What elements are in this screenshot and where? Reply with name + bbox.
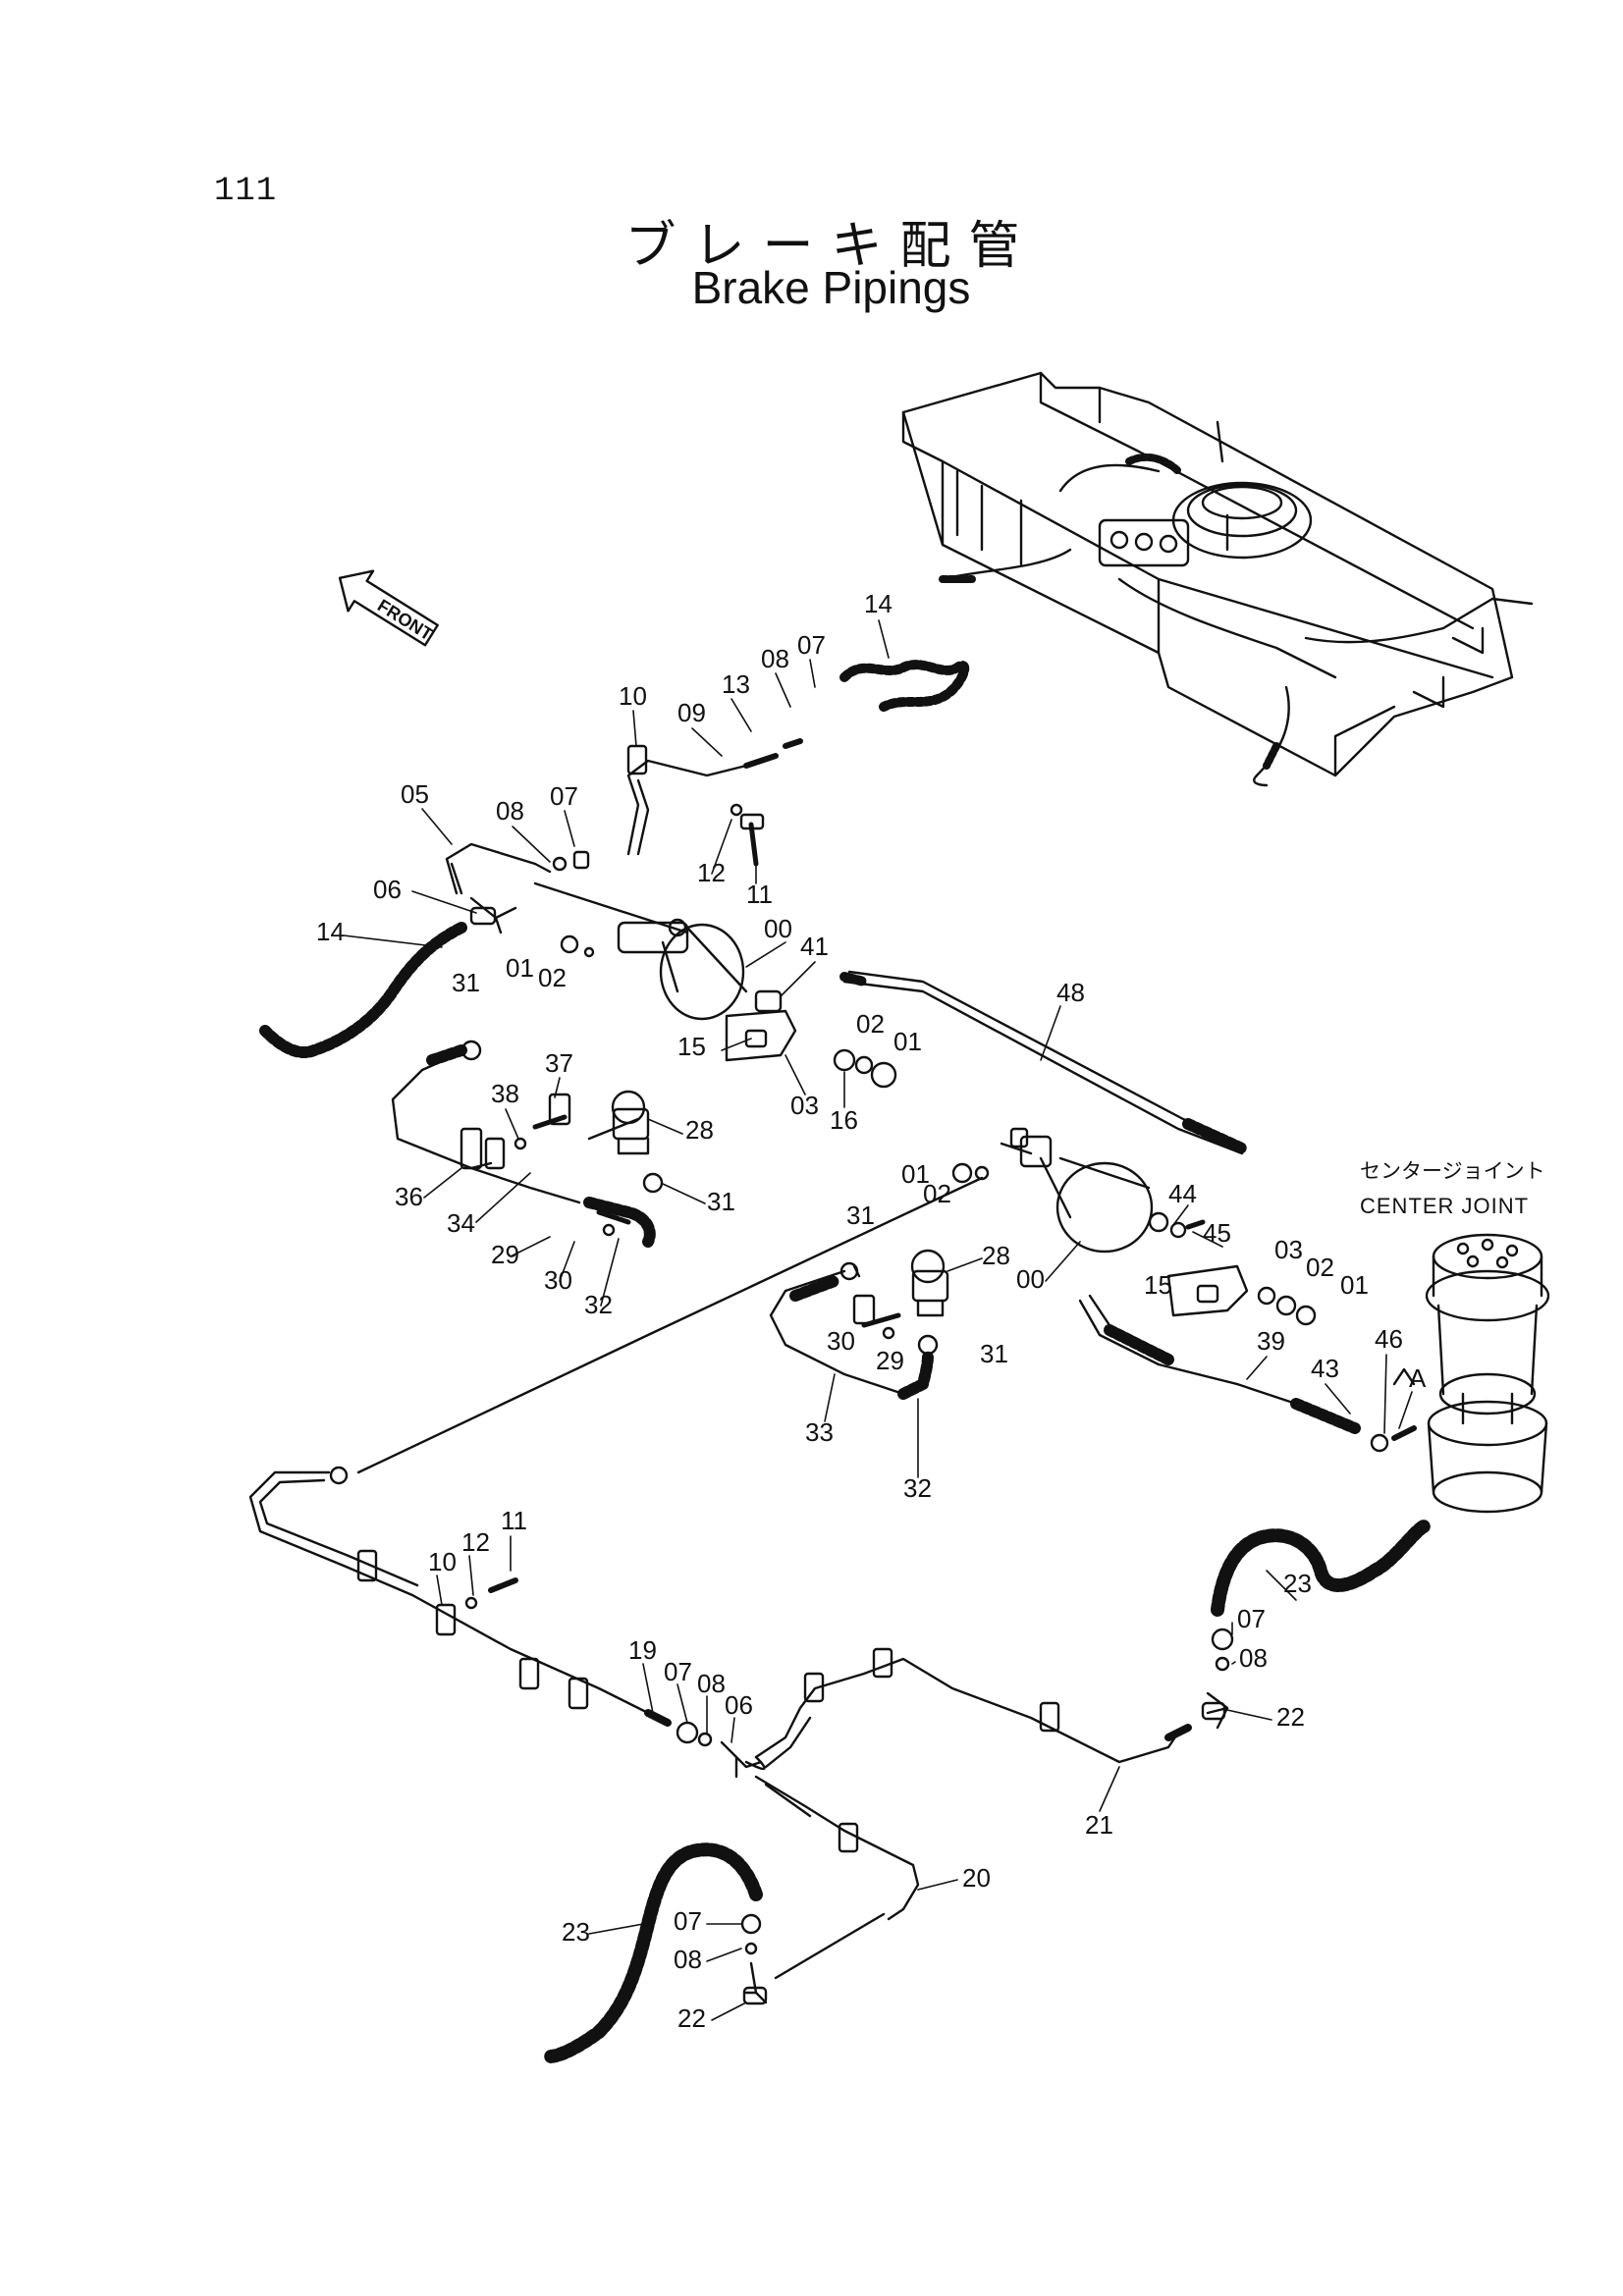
center-joint-label-japanese: センタージョイント — [1360, 1159, 1545, 1183]
part-label-02: 02 — [1306, 1253, 1334, 1282]
part-label-29: 29 — [876, 1346, 904, 1375]
part-label-23: 23 — [1283, 1569, 1312, 1598]
part-label-34: 34 — [447, 1208, 475, 1238]
part-label-08: 08 — [697, 1669, 726, 1698]
center-joint-labels: センタージョイント CENTER JOINT — [1360, 1159, 1545, 1218]
part-label-31: 31 — [707, 1187, 735, 1216]
part-label-07: 07 — [797, 630, 826, 660]
part-label-07: 07 — [674, 1906, 702, 1936]
part-label-07: 07 — [1237, 1604, 1266, 1633]
page-title-japanese: ブレーキ配管 — [624, 217, 1038, 276]
part-label-15: 15 — [1144, 1270, 1172, 1300]
part-label-28: 28 — [685, 1115, 714, 1145]
part-label-30: 30 — [827, 1326, 855, 1356]
part-label-07: 07 — [550, 781, 578, 811]
part-label-13: 13 — [722, 669, 750, 699]
part-label-00: 00 — [764, 914, 792, 943]
part-label-01: 01 — [506, 953, 534, 983]
part-label-03: 03 — [1274, 1235, 1303, 1264]
part-labels: 14 07 08 13 09 10 05 08 07 12 11 06 14 0… — [316, 589, 1427, 2033]
part-label-14: 14 — [864, 589, 893, 618]
left-lower-piping — [391, 1040, 664, 1248]
part-label-07: 07 — [664, 1657, 692, 1686]
part-label-01: 01 — [893, 1027, 922, 1056]
left-hose-23 — [543, 1842, 768, 2063]
part-label-30: 30 — [544, 1265, 572, 1295]
page-number: 111 — [214, 173, 278, 210]
part-label-21: 21 — [1085, 1810, 1113, 1840]
part-label-08: 08 — [674, 1945, 702, 1974]
part-label-39: 39 — [1257, 1326, 1285, 1356]
part-label-05: 05 — [401, 779, 429, 809]
part-label-08: 08 — [496, 796, 524, 826]
part-label-32: 32 — [584, 1290, 613, 1319]
part-label-14: 14 — [316, 917, 345, 946]
right-lower-piping — [769, 1249, 949, 1400]
part-label-12: 12 — [461, 1527, 490, 1557]
part-label-09: 09 — [677, 698, 706, 727]
part-label-01: 01 — [901, 1159, 930, 1189]
part-label-11: 11 — [501, 1506, 527, 1535]
center-joint-illustration — [1425, 1233, 1550, 1514]
part-label-15: 15 — [677, 1032, 706, 1061]
view-marker-a: A — [1409, 1363, 1427, 1393]
center-joint-label: CENTER JOINT — [1360, 1194, 1529, 1218]
part-label-08: 08 — [761, 644, 789, 673]
part-label-23: 23 — [562, 1917, 590, 1947]
upper-frame-illustration — [901, 371, 1534, 787]
part-label-31: 31 — [846, 1201, 875, 1230]
part-label-31: 31 — [452, 968, 480, 997]
right-hose-23 — [1201, 1520, 1431, 1730]
front-direction-arrow: FRONT — [338, 569, 439, 647]
pipe-20 — [754, 1775, 920, 1980]
part-label-22: 22 — [677, 2003, 706, 2033]
part-label-31: 31 — [980, 1339, 1008, 1368]
part-label-22: 22 — [1276, 1702, 1305, 1732]
pipe-21 — [744, 1647, 1192, 1771]
part-label-45: 45 — [1203, 1218, 1231, 1248]
part-label-46: 46 — [1375, 1324, 1403, 1354]
part-label-08: 08 — [1239, 1643, 1268, 1673]
part-label-36: 36 — [395, 1182, 423, 1211]
part-label-37: 37 — [545, 1048, 573, 1078]
lower-main-pipe — [248, 1466, 763, 1779]
part-label-19: 19 — [628, 1635, 657, 1665]
part-label-02: 02 — [538, 963, 567, 992]
left-upper-piping — [259, 660, 970, 1058]
part-label-02: 02 — [856, 1009, 885, 1039]
part-label-20: 20 — [962, 1863, 991, 1893]
part-label-10: 10 — [619, 681, 647, 711]
right-valve-group — [951, 1127, 1417, 1453]
part-label-00: 00 — [1016, 1264, 1045, 1294]
leader-lines — [343, 619, 1413, 2021]
part-label-06: 06 — [373, 875, 402, 904]
part-label-01: 01 — [1340, 1270, 1369, 1300]
part-label-41: 41 — [800, 932, 829, 961]
page-title: Brake Pipings — [691, 262, 971, 313]
part-label-16: 16 — [830, 1105, 858, 1135]
bracket-assembly-left — [725, 1009, 897, 1089]
leader-line — [356, 1176, 984, 1474]
part-label-32: 32 — [903, 1473, 932, 1503]
part-label-44: 44 — [1168, 1179, 1197, 1208]
part-label-33: 33 — [805, 1417, 834, 1447]
part-label-06: 06 — [725, 1690, 753, 1720]
part-label-48: 48 — [1056, 978, 1085, 1007]
part-label-02: 02 — [923, 1179, 951, 1208]
part-label-10: 10 — [428, 1547, 457, 1576]
part-label-43: 43 — [1311, 1354, 1339, 1383]
pipe-48 — [839, 970, 1248, 1155]
part-label-28: 28 — [982, 1241, 1010, 1270]
part-label-03: 03 — [790, 1091, 819, 1120]
part-label-12: 12 — [697, 858, 726, 887]
part-label-38: 38 — [491, 1079, 519, 1108]
part-label-11: 11 — [746, 880, 773, 909]
